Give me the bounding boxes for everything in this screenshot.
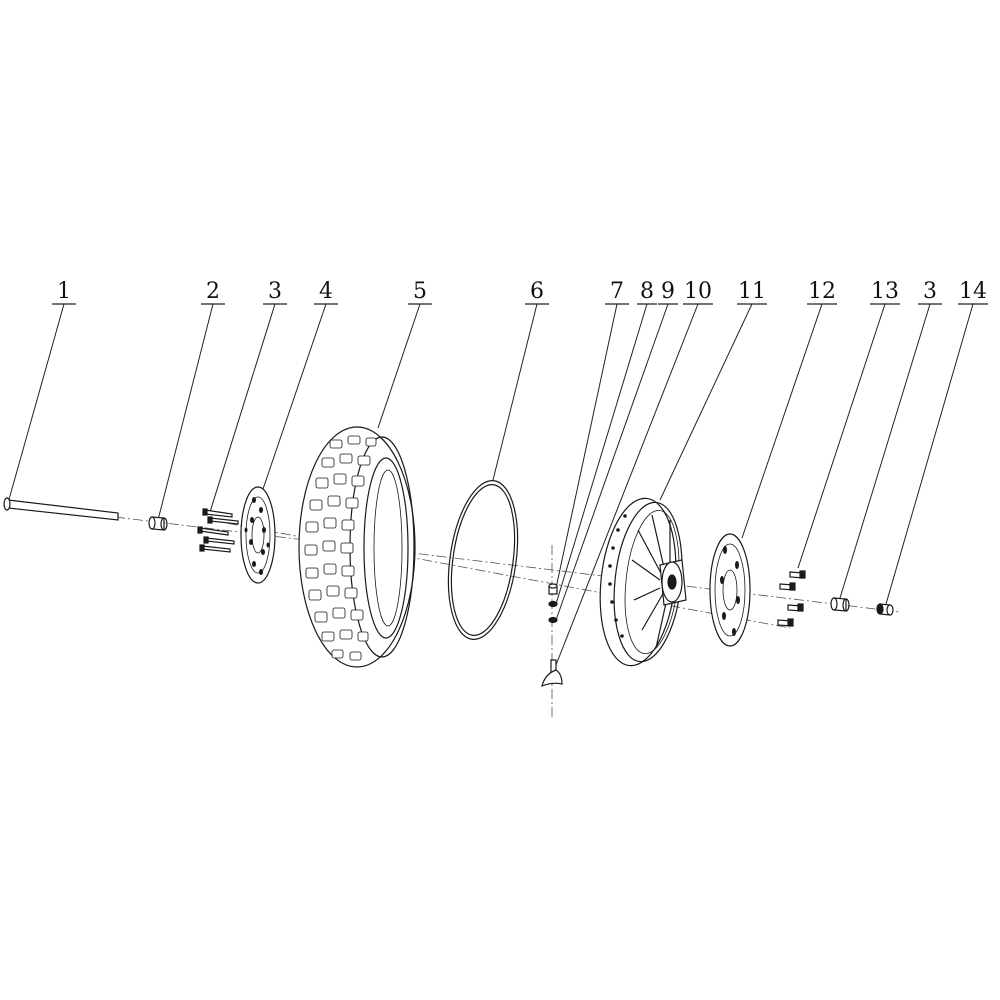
valve-nut-icon bbox=[548, 583, 558, 595]
callout-9: 9 bbox=[661, 279, 675, 304]
washer-icon bbox=[548, 616, 558, 624]
rim-band-icon bbox=[447, 480, 519, 640]
center-lines bbox=[114, 516, 901, 720]
leader-lines bbox=[7, 303, 988, 666]
callout-13: 13 bbox=[871, 279, 899, 304]
callout-2: 2 bbox=[206, 279, 220, 304]
callout-7: 7 bbox=[610, 279, 624, 304]
brake-disc-icon bbox=[240, 486, 276, 584]
axle-icon bbox=[3, 497, 119, 521]
washer-icon bbox=[548, 600, 558, 608]
callout-8: 8 bbox=[640, 279, 654, 304]
spacer-icon bbox=[830, 597, 850, 612]
spacer-icon bbox=[148, 516, 168, 531]
callout-6: 6 bbox=[530, 279, 544, 304]
callout-1: 1 bbox=[57, 279, 71, 304]
callout-10: 10 bbox=[684, 279, 712, 304]
callout-12: 12 bbox=[808, 279, 836, 304]
valve-icon bbox=[541, 659, 563, 687]
bolt-icon bbox=[197, 508, 239, 553]
callout-11: 11 bbox=[738, 279, 766, 304]
bolt-icon bbox=[777, 570, 806, 627]
sprocket-icon bbox=[709, 533, 751, 647]
axle-nut-icon bbox=[876, 603, 894, 616]
tire-icon bbox=[298, 426, 416, 668]
callout-14: 14 bbox=[959, 279, 987, 304]
callout-5: 5 bbox=[413, 279, 427, 304]
callout-3-right: 3 bbox=[923, 279, 937, 304]
callout-labels: 1 2 3 4 5 6 7 8 9 10 11 12 13 3 14 bbox=[57, 279, 987, 304]
callout-3: 3 bbox=[268, 279, 282, 304]
wheel-rim-icon bbox=[599, 497, 687, 667]
callout-4: 4 bbox=[319, 279, 333, 304]
